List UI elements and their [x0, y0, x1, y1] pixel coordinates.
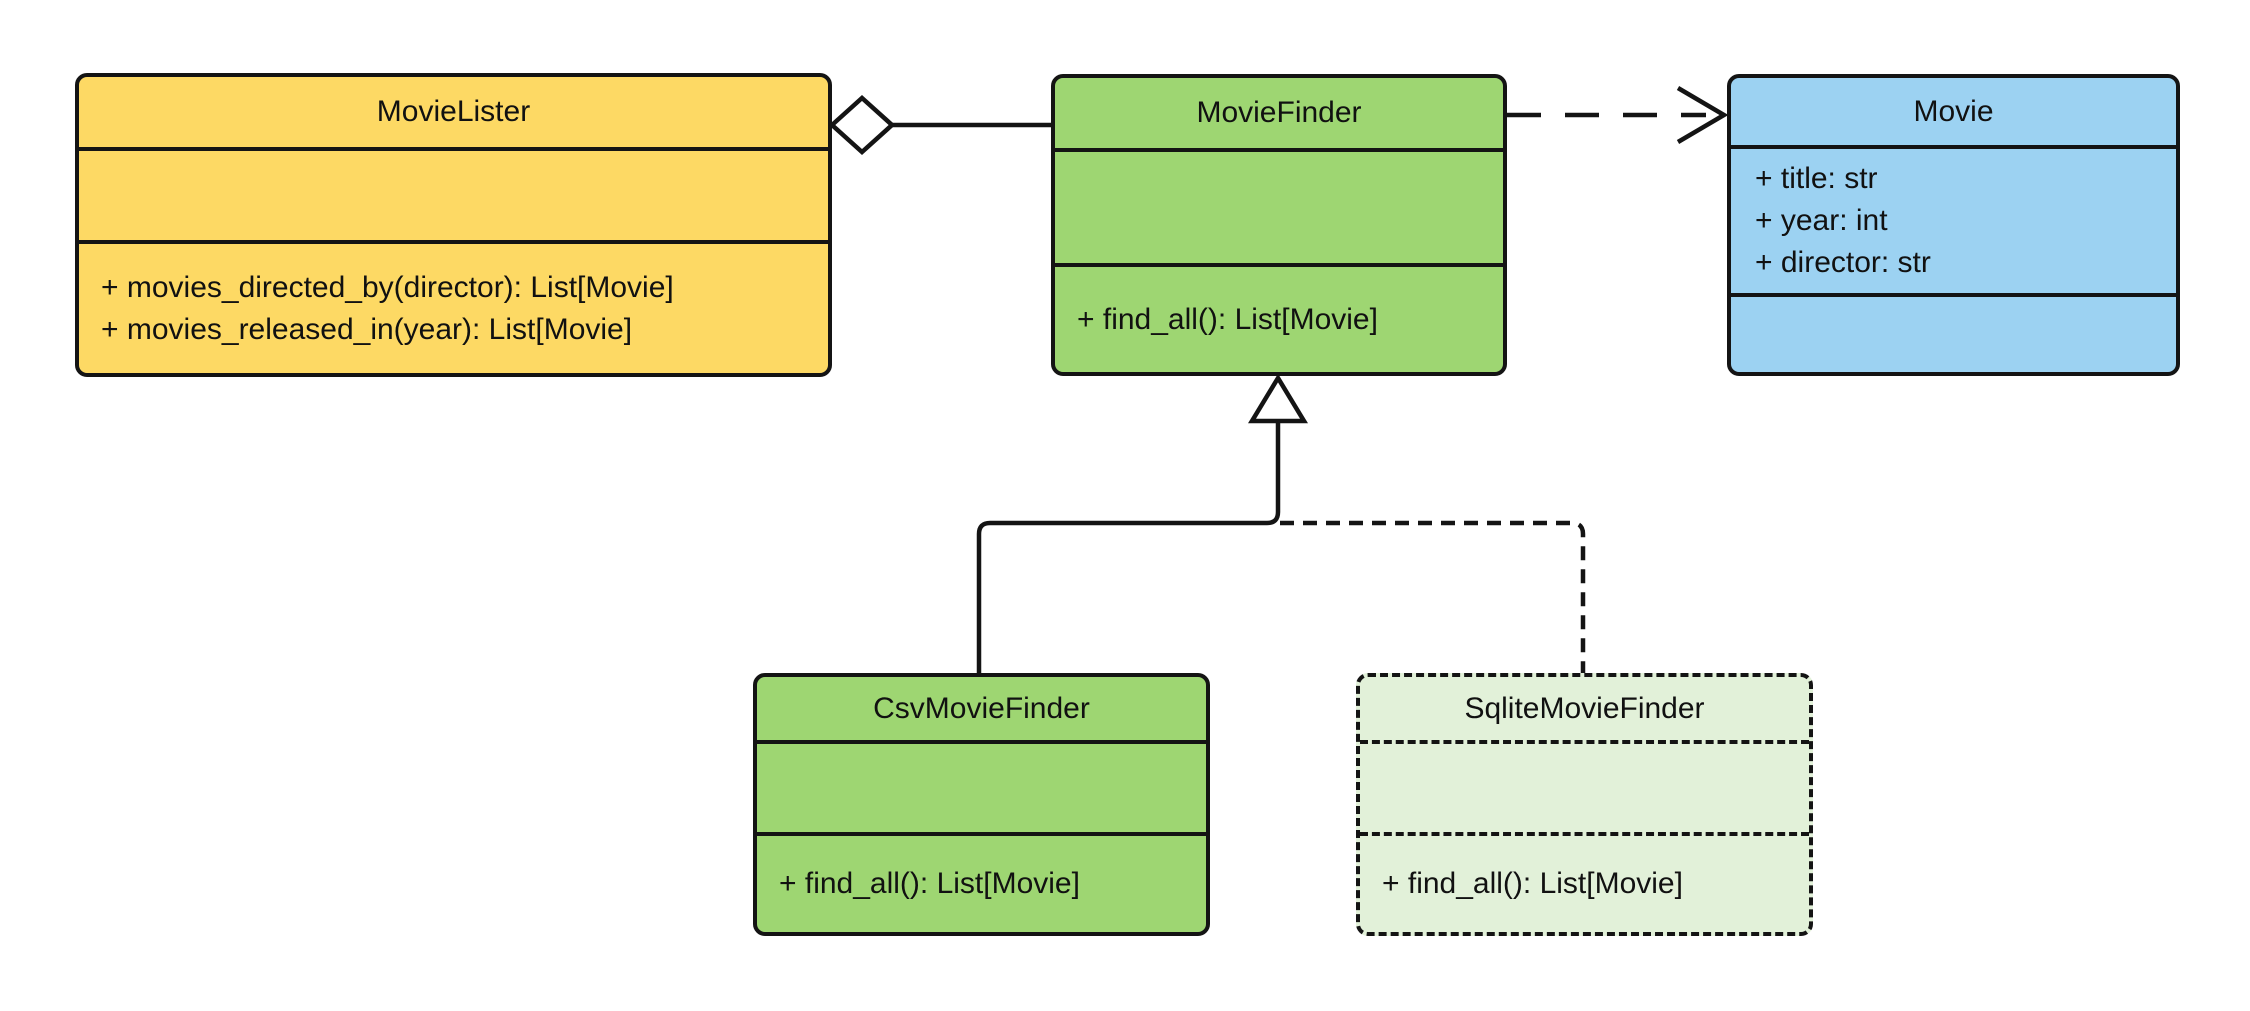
class-name-compartment: MovieFinder	[1055, 78, 1503, 148]
attributes-compartment	[79, 147, 828, 240]
class-name-compartment: CsvMovieFinder	[757, 677, 1206, 740]
class-name: CsvMovieFinder	[873, 691, 1090, 725]
class-name-compartment: MovieLister	[79, 77, 828, 147]
hollow-triangle-icon	[1248, 373, 1308, 424]
class-movielister[interactable]: MovieLister + movies_directed_by(directo…	[75, 73, 832, 377]
attribute-line: + director: str	[1755, 246, 1931, 279]
class-sqlitemoviefinder[interactable]: SqliteMovieFinder + find_all(): List[Mov…	[1356, 673, 1813, 936]
dependency-moviefinder-movie[interactable]	[1507, 86, 1729, 144]
method-line: + find_all(): List[Movie]	[1382, 867, 1683, 900]
attributes-compartment	[1055, 148, 1503, 263]
attributes-compartment	[757, 740, 1206, 832]
attributes-compartment	[1360, 740, 1809, 832]
aggregation-diamond-icon	[828, 94, 896, 156]
class-name-compartment: SqliteMovieFinder	[1360, 677, 1809, 740]
class-name: Movie	[1913, 94, 1994, 128]
method-line: + find_all(): List[Movie]	[1077, 302, 1378, 336]
method-line: + movies_directed_by(director): List[Mov…	[101, 270, 674, 304]
methods-compartment: + find_all(): List[Movie]	[757, 832, 1206, 932]
aggregation-movielister-moviefinder[interactable]	[828, 94, 1051, 156]
attribute-line: + year: int	[1755, 204, 1888, 237]
realization-sqlitemoviefinder-moviefinder[interactable]	[1280, 520, 1586, 673]
class-name-compartment: Movie	[1731, 78, 2176, 145]
open-arrowhead-icon	[1676, 86, 1729, 144]
realization-dashed-line	[1280, 520, 1586, 673]
class-name: MovieLister	[376, 95, 531, 128]
methods-compartment: + find_all(): List[Movie]	[1360, 832, 1809, 932]
attribute-line: + title: str	[1755, 162, 1878, 195]
methods-compartment	[1731, 293, 2176, 372]
class-name: MovieFinder	[1196, 96, 1362, 129]
attributes-compartment: + title: str + year: int + director: str	[1731, 145, 2176, 293]
method-line: + movies_released_in(year): List[Movie]	[101, 312, 633, 346]
methods-compartment: + movies_directed_by(director): List[Mov…	[79, 240, 828, 373]
generalization-csvmoviefinder-moviefinder[interactable]	[976, 373, 1308, 673]
class-moviefinder[interactable]: MovieFinder + find_all(): List[Movie]	[1051, 74, 1507, 376]
methods-compartment: + find_all(): List[Movie]	[1055, 263, 1503, 372]
generalization-solid-line	[976, 421, 1281, 673]
class-name: SqliteMovieFinder	[1464, 691, 1705, 725]
class-csvmoviefinder[interactable]: CsvMovieFinder + find_all(): List[Movie]	[753, 673, 1210, 936]
class-movie[interactable]: Movie + title: str + year: int + directo…	[1727, 74, 2180, 376]
method-line: + find_all(): List[Movie]	[779, 867, 1080, 900]
